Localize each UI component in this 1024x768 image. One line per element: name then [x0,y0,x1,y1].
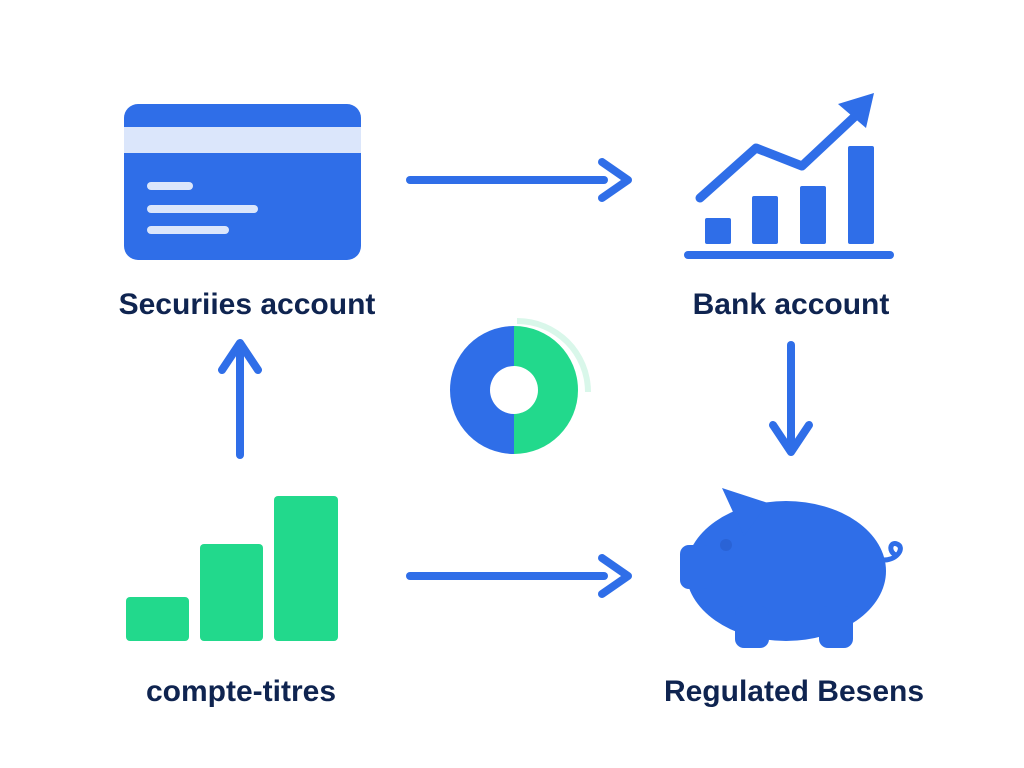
node-label-bank: Bank account [693,288,890,321]
piggy-bank-icon [680,488,903,648]
node-compte: compte-titres [126,496,338,708]
credit-card-icon [124,104,361,260]
bar-chart-icon [126,496,338,641]
edge-compte-to-regulated [406,554,632,598]
node-label-compte: compte-titres [146,675,336,708]
node-label-securities: Securiies account [119,288,376,321]
growth-chart-icon [684,93,894,259]
node-securities: Securiies account [119,104,376,321]
edge-securities-to-bank [406,158,632,202]
node-bank: Bank account [684,93,894,321]
donut-chart-icon [450,318,591,454]
edge-bank-to-regulated [769,341,813,456]
edge-compte-to-securities [218,339,262,459]
node-regulated: Regulated Besens [664,488,924,708]
node-label-regulated: Regulated Besens [664,675,924,708]
